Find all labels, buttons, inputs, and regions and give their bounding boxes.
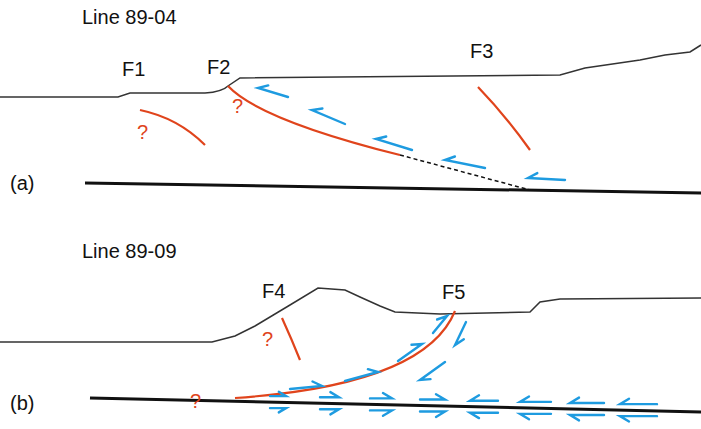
fault-label: F1 — [122, 58, 145, 80]
slip-arrow — [270, 392, 286, 396]
slip-arrow — [520, 397, 551, 402]
section-label: Line 89-09 — [82, 240, 177, 262]
slip-arrow — [320, 392, 339, 397]
section-label: (b) — [10, 392, 34, 414]
slip-arrow — [370, 410, 392, 415]
topography — [0, 45, 701, 342]
slip-arrow — [270, 408, 286, 412]
slip-arrow — [470, 395, 498, 400]
slip-arrow — [320, 409, 339, 414]
slip-arrow — [258, 85, 288, 97]
slip-arrow — [312, 109, 345, 125]
slip-arrow — [455, 322, 466, 345]
projected-fault — [400, 155, 530, 190]
fault-label: F5 — [442, 281, 465, 303]
slip-arrow — [290, 382, 322, 390]
slip-arrow — [420, 362, 445, 380]
slip-arrow — [528, 173, 565, 180]
fault-label: ? — [190, 390, 201, 412]
slip-arrow — [345, 369, 378, 381]
slip-arrow — [520, 414, 551, 419]
slip-arrow — [376, 137, 412, 151]
slip-arrow — [570, 415, 604, 420]
fault-label: ? — [262, 328, 273, 350]
fault-label: ? — [137, 121, 148, 143]
slip-arrow — [445, 157, 485, 169]
slip-arrow — [433, 316, 447, 333]
slip-arrow — [398, 344, 422, 361]
slip-arrow — [570, 398, 604, 403]
slip-arrow — [620, 399, 657, 404]
fault-label: ? — [232, 95, 243, 117]
slip-arrow — [370, 393, 392, 398]
detachment — [85, 183, 701, 412]
slip-arrow — [420, 394, 445, 399]
faults — [140, 86, 530, 398]
fault-label: F3 — [470, 40, 493, 62]
slip-arrow — [420, 412, 445, 417]
section-label: Line 89-04 — [82, 6, 177, 28]
fault-label: F4 — [262, 280, 285, 302]
slip-arrows — [258, 85, 657, 421]
slip-arrow — [620, 416, 657, 421]
fault-label: F2 — [207, 56, 230, 78]
section-label: (a) — [10, 172, 34, 194]
slip-arrow — [470, 413, 498, 418]
